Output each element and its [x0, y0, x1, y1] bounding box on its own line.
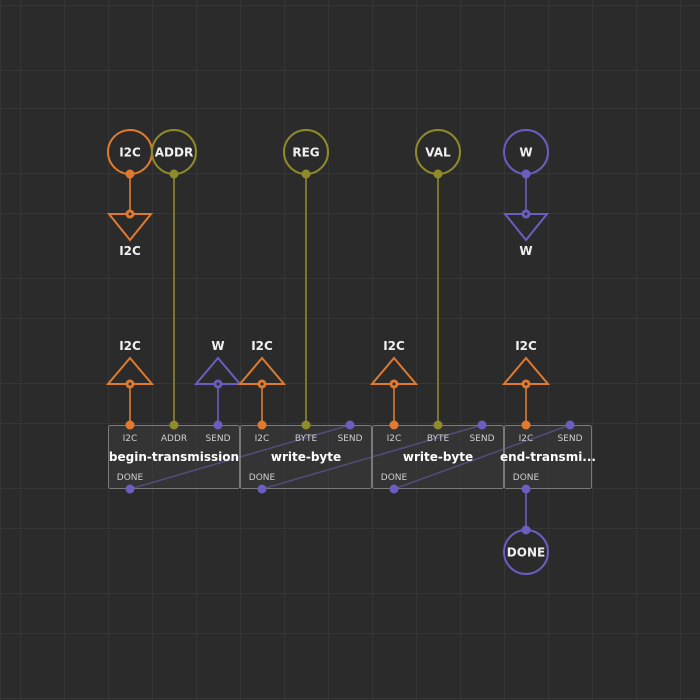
node-write-byte-1-pin-byte[interactable] — [301, 420, 311, 430]
node-write-byte-1-pin-send[interactable] — [345, 420, 355, 430]
input-reg-pin[interactable] — [301, 169, 311, 179]
output-done-pin[interactable] — [521, 525, 531, 535]
node-write-byte-2-pin-byte[interactable] — [433, 420, 443, 430]
node-write-byte-2-pin-label-send: SEND — [469, 434, 494, 444]
output-i2c-label: I2C — [119, 244, 141, 258]
output-w-label: W — [519, 244, 532, 258]
node-write-byte-1-pin-label-send: SEND — [337, 434, 362, 444]
input-w-pin[interactable] — [521, 169, 531, 179]
node-end-transmission-pin-label-done: DONE — [513, 473, 540, 483]
node-write-byte-1-pin-label-i2c: I2C — [255, 434, 270, 444]
input-reg-label: REG — [292, 146, 319, 160]
node-begin-transmission-pin-send[interactable] — [213, 420, 223, 430]
node-end-transmission-title: end-transmi... — [500, 450, 596, 464]
node-begin-transmission-pin-addr[interactable] — [169, 420, 179, 430]
input-addr-label: ADDR — [155, 146, 193, 160]
input-val-pin[interactable] — [433, 169, 443, 179]
node-begin-transmission-title: begin-transmission — [109, 450, 239, 464]
node-write-byte-1[interactable]: I2C BYTE SEND write-byte DONE — [240, 420, 372, 494]
node-begin-transmission[interactable]: I2C ADDR SEND begin-transmission DONE — [108, 420, 240, 494]
input-w-label: W — [519, 146, 532, 160]
input-i2c[interactable]: I2C — [107, 129, 153, 179]
node-write-byte-1-pin-done[interactable] — [257, 484, 267, 494]
link-i2c-3-label: I2C — [383, 339, 405, 353]
node-write-byte-2-pin-label-byte: BYTE — [427, 434, 450, 444]
link-i2c-3[interactable]: I2C — [369, 339, 419, 389]
node-write-byte-1-title: write-byte — [271, 450, 341, 464]
output-done[interactable]: DONE — [503, 525, 549, 575]
link-i2c-2-label: I2C — [251, 339, 273, 353]
node-begin-transmission-pin-label-send: SEND — [205, 434, 230, 444]
input-val-label: VAL — [425, 146, 451, 160]
output-w-pin-dot — [524, 212, 528, 216]
node-write-byte-2[interactable]: I2C BYTE SEND write-byte DONE — [372, 420, 504, 494]
link-i2c-1-label: I2C — [119, 339, 141, 353]
link-i2c-4[interactable]: I2C — [501, 339, 551, 389]
link-w[interactable]: W — [193, 339, 243, 389]
node-end-transmission-pin-i2c[interactable] — [521, 420, 531, 430]
node-begin-transmission-pin-label-i2c: I2C — [123, 434, 138, 444]
node-end-transmission-pin-send[interactable] — [565, 420, 575, 430]
input-addr[interactable]: ADDR — [151, 129, 197, 179]
input-w[interactable]: W — [503, 129, 549, 179]
output-i2c[interactable]: I2C — [106, 209, 154, 259]
node-write-byte-1-pin-i2c[interactable] — [257, 420, 267, 430]
input-addr-pin[interactable] — [169, 169, 179, 179]
node-begin-transmission-pin-done[interactable] — [125, 484, 135, 494]
input-i2c-pin[interactable] — [125, 169, 135, 179]
link-i2c-3-pin-dot — [392, 382, 396, 386]
link-i2c-1[interactable]: I2C — [105, 339, 155, 389]
node-write-byte-2-pin-i2c[interactable] — [389, 420, 399, 430]
node-write-byte-2-pin-label-i2c: I2C — [387, 434, 402, 444]
node-end-transmission-pin-label-send: SEND — [557, 434, 582, 444]
node-begin-transmission-pin-i2c[interactable] — [125, 420, 135, 430]
input-val[interactable]: VAL — [415, 129, 461, 179]
node-begin-transmission-pin-label-addr: ADDR — [161, 434, 187, 444]
node-write-byte-2-title: write-byte — [403, 450, 473, 464]
node-write-byte-1-pin-label-done: DONE — [249, 473, 276, 483]
input-reg[interactable]: REG — [283, 129, 329, 179]
node-write-byte-1-pin-label-byte: BYTE — [295, 434, 318, 444]
link-i2c-4-pin-dot — [524, 382, 528, 386]
node-end-transmission-pin-done[interactable] — [521, 484, 531, 494]
node-write-byte-2-pin-done[interactable] — [389, 484, 399, 494]
link-w-pin-dot — [216, 382, 220, 386]
node-begin-transmission-pin-label-done: DONE — [117, 473, 144, 483]
link-w-label: W — [211, 339, 224, 353]
link-i2c-2[interactable]: I2C — [237, 339, 287, 389]
link-i2c-1-pin-dot — [128, 382, 132, 386]
node-write-byte-2-pin-send[interactable] — [477, 420, 487, 430]
link-i2c-2-pin-dot — [260, 382, 264, 386]
link-i2c-4-label: I2C — [515, 339, 537, 353]
node-end-transmission-pin-label-i2c: I2C — [519, 434, 534, 444]
node-end-transmission[interactable]: I2C SEND end-transmi... DONE — [500, 420, 596, 494]
input-i2c-label: I2C — [119, 146, 141, 160]
output-done-label: DONE — [507, 546, 545, 560]
output-i2c-pin-dot — [128, 212, 132, 216]
node-write-byte-2-pin-label-done: DONE — [381, 473, 408, 483]
output-w[interactable]: W — [502, 209, 550, 259]
